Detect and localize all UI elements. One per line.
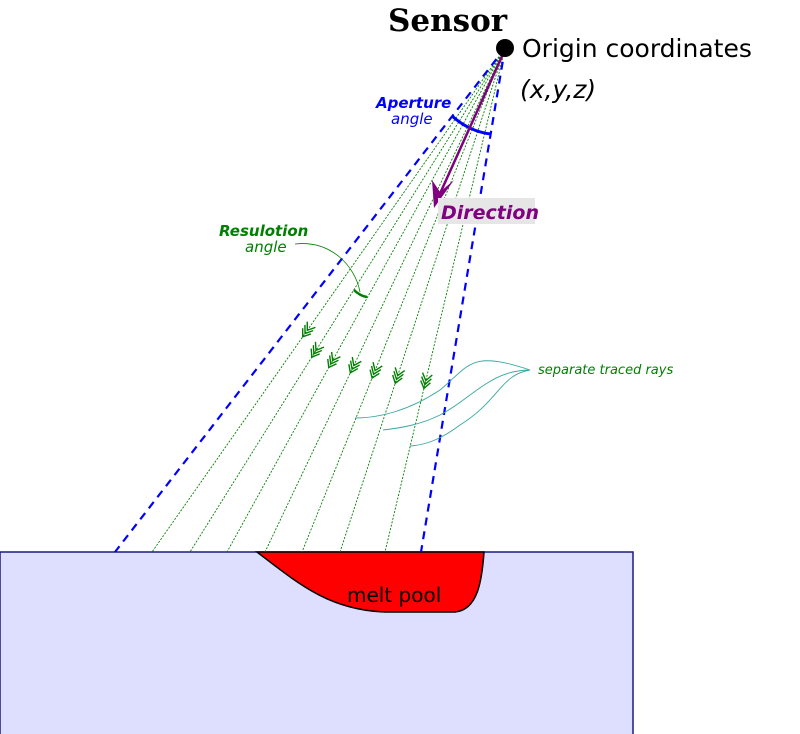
direction-arrowhead	[432, 180, 454, 208]
ray-arrow-icon	[369, 362, 383, 380]
traced-ray	[264, 47, 506, 553]
ray-arrow-icon	[301, 321, 316, 338]
ray-arrow-icon	[327, 351, 341, 369]
aperture-boundary-right	[419, 47, 507, 553]
ray-arrow-icon	[392, 367, 406, 385]
aperture-label: Aperture	[375, 94, 451, 112]
aperture-arc	[451, 114, 492, 136]
melt-pool-label: melt pool	[347, 583, 441, 607]
melt-pool	[254, 551, 485, 613]
ray-arrow-icon	[348, 356, 362, 374]
sensor-origin-dot	[496, 39, 514, 57]
direction-label-bg	[438, 198, 535, 224]
traced-rays	[151, 47, 506, 553]
origin-coords: (x,y,z)	[520, 75, 596, 104]
aperture-sublabel: angle	[391, 110, 433, 128]
rays-leaders	[354, 360, 531, 447]
traced-ray	[151, 47, 506, 553]
aperture-boundary-left	[114, 47, 506, 553]
ray-arrowheads	[301, 321, 433, 390]
resolution-arc	[353, 289, 368, 299]
traced-ray	[384, 47, 506, 553]
resolution-leader	[294, 243, 361, 293]
direction-arrow	[436, 53, 505, 199]
origin-label: Origin coordinates	[522, 34, 752, 63]
sensor-title: Sensor	[388, 3, 508, 39]
direction-label: Direction	[441, 202, 539, 224]
rays-label: separate traced rays	[538, 363, 673, 378]
resolution-label: Resulotion	[219, 222, 308, 240]
ray-arrow-icon	[310, 341, 325, 359]
ray-arrow-icon	[420, 372, 433, 390]
traced-ray	[189, 47, 506, 553]
traced-ray	[226, 47, 506, 553]
traced-ray	[301, 47, 506, 553]
resolution-sublabel: angle	[245, 238, 287, 256]
